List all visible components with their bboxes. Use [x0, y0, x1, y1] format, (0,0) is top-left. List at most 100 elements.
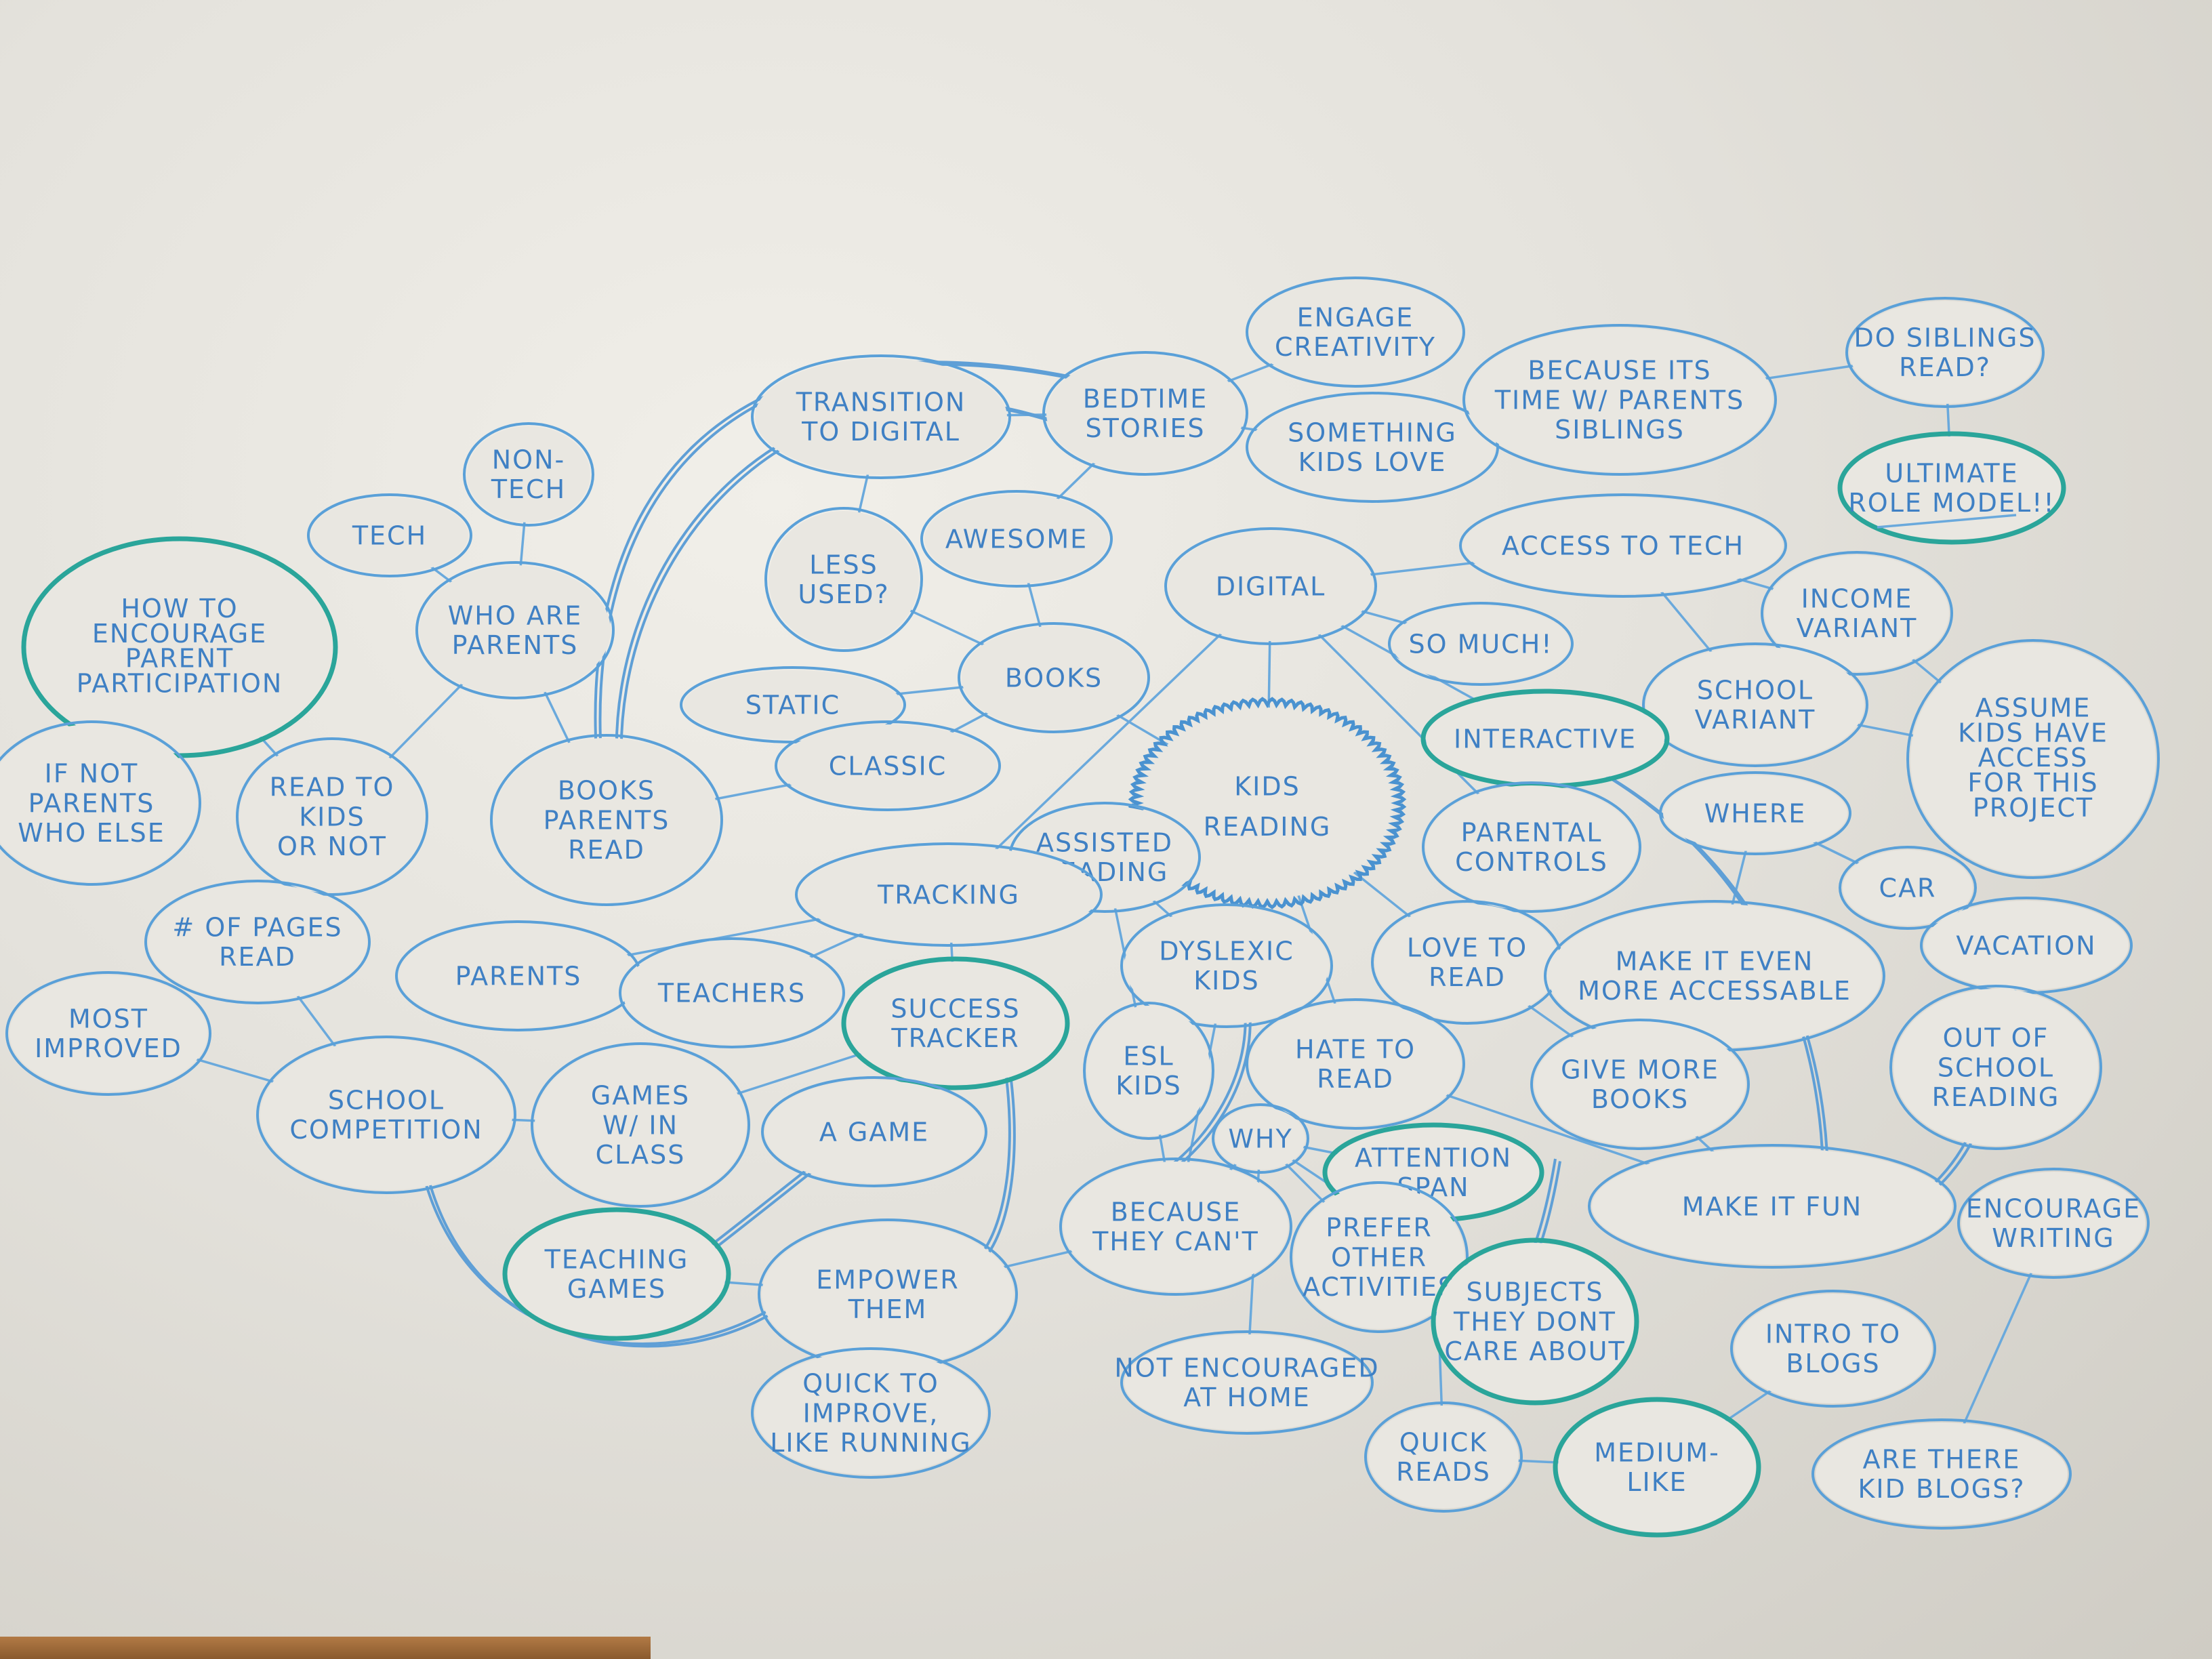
- node-label-line: ULTIMATE: [1885, 458, 2018, 488]
- node-label-line: W/ IN: [602, 1110, 678, 1140]
- node-label-line: SOMETHING: [1288, 417, 1457, 447]
- node-label-line: AWESOME: [945, 524, 1088, 554]
- node-label-line: DYSLEXIC: [1159, 937, 1294, 966]
- node-fill: [1924, 901, 2129, 990]
- node-outline: [1811, 1418, 2072, 1530]
- node-label-line: BLOGS: [1786, 1349, 1880, 1378]
- node-outline: [144, 880, 371, 1004]
- node-car: CAR: [1839, 846, 1977, 930]
- node-outline: [1120, 903, 1333, 1028]
- emphasis-arc-2-1: [427, 1177, 802, 1348]
- node-fill: [769, 511, 919, 648]
- node-outline: [1530, 1019, 1750, 1150]
- node-label-line: OR NOT: [277, 832, 387, 861]
- node-access-to-tech: ACCESS TO TECH: [1459, 493, 1787, 598]
- node-label-line: SCHOOL: [1697, 676, 1814, 705]
- node-outline: [1889, 985, 2102, 1150]
- node-label-line: VARIANT: [1695, 705, 1816, 735]
- node-label-line: ACTIVITIES: [1303, 1272, 1456, 1302]
- node-label-line: KIDS: [1115, 1071, 1182, 1101]
- node-label-line: TO DIGITAL: [801, 417, 960, 447]
- node-label-line: PARENT: [125, 644, 234, 674]
- node-label-line: ASSISTED: [1036, 828, 1173, 858]
- node-fill: [1294, 1185, 1465, 1329]
- node-label-line: LOVE TO: [1407, 933, 1528, 963]
- node-label-line: INTERACTIVE: [1454, 724, 1637, 754]
- node-non-tech: NON-TECH: [463, 422, 594, 527]
- node-label-line: KIDS: [1234, 771, 1300, 801]
- node-label-line: DO SIBLINGS: [1853, 323, 2036, 352]
- node-label-line: READ: [1429, 962, 1506, 992]
- node-why: WHY: [1212, 1103, 1309, 1174]
- node-fill: [508, 1212, 726, 1336]
- node-outline: [1659, 771, 1851, 855]
- node-outline: [531, 1042, 750, 1208]
- node-fill: [1063, 1162, 1288, 1292]
- node-label-line: WHO ELSE: [18, 818, 165, 848]
- node-fill: [148, 884, 367, 1000]
- node-label-line: IF NOT: [45, 759, 139, 789]
- node-label-line: EMPOWER: [816, 1265, 960, 1295]
- node-label-line: NON-: [492, 445, 565, 474]
- node-outline: [1422, 781, 1641, 913]
- node-label-line: TECH: [352, 520, 427, 550]
- node-outline: [795, 842, 1103, 947]
- node-fill: [1168, 531, 1373, 641]
- node-outline: [502, 1207, 731, 1341]
- node-fill: [1961, 1172, 2146, 1275]
- node-fill: [1558, 1402, 1756, 1532]
- node-fill: [1087, 1006, 1210, 1136]
- node-label-line: INCOME: [1801, 583, 1913, 613]
- node-fill: [1124, 1334, 1370, 1431]
- node-outline: [1459, 493, 1787, 598]
- node-outline: [490, 734, 723, 906]
- node-outline: [1042, 351, 1248, 476]
- node-outline: [1128, 697, 1407, 909]
- node-fill: [762, 1223, 1014, 1366]
- node-label-line: QUICK TO: [802, 1369, 939, 1399]
- node-label-line: READ: [1317, 1064, 1394, 1094]
- node-label-line: KIDS LOVE: [1298, 447, 1447, 477]
- node-label-line: COMPETITION: [289, 1115, 483, 1145]
- node-label-line: THEY DONT: [1453, 1307, 1616, 1336]
- node-label-line: PARENTS: [455, 961, 582, 991]
- node-fill: [1250, 396, 1495, 499]
- node-outline: [236, 737, 428, 896]
- node-label-line: PARENTS: [452, 630, 579, 660]
- node-label-line: THEY CAN'T: [1092, 1227, 1259, 1256]
- node-fill: [1910, 643, 2156, 875]
- node-a-game: A GAME: [761, 1076, 987, 1187]
- node-label-line: AT HOME: [1183, 1382, 1311, 1412]
- node-label-line: ACCESS: [1978, 743, 2089, 773]
- node-label-line: ROLE MODEL!!: [1848, 488, 2055, 518]
- node-outline: [0, 720, 201, 886]
- node-outline: [920, 490, 1113, 588]
- node-label-line: READING: [1204, 812, 1332, 842]
- node-outline: [1431, 1237, 1639, 1406]
- node-label-line: GIVE MORE: [1561, 1055, 1719, 1085]
- node-label-line: STATIC: [745, 690, 840, 720]
- node-label-line: MOST: [68, 1004, 148, 1034]
- node-fill: [779, 724, 997, 807]
- node-label-line: PREFER: [1326, 1213, 1433, 1243]
- node-label-line: BECAUSE: [1111, 1197, 1242, 1227]
- node-label-line: READS: [1396, 1457, 1491, 1487]
- node-fill: [755, 1351, 987, 1475]
- node-fill: [1548, 904, 1881, 1048]
